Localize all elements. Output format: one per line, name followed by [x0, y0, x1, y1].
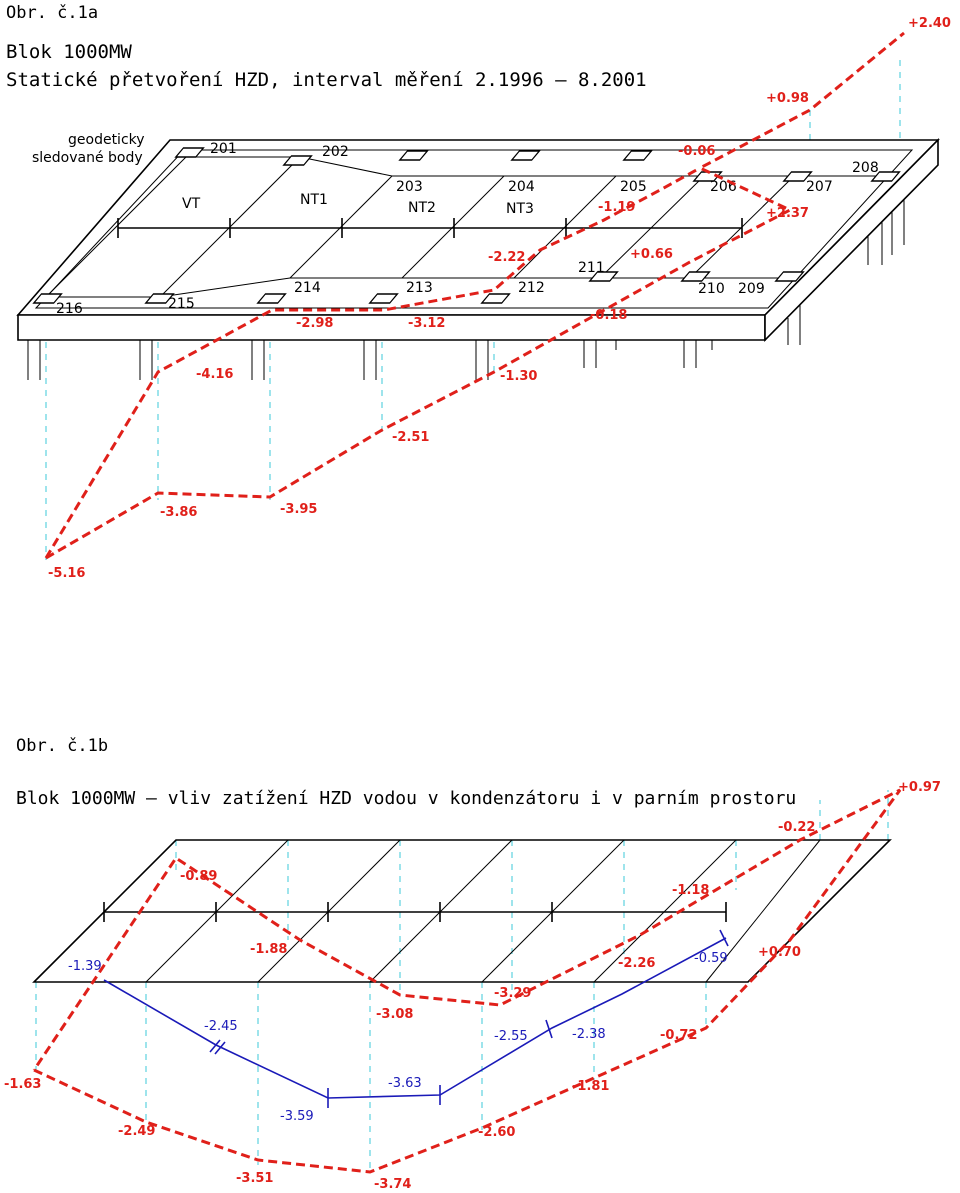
figure-1a: Obr. č.1a Blok 1000MW Statické přetvořen… [6, 3, 951, 581]
deformation-line-1a-front [44, 166, 701, 559]
figure-1a-subtitle: Statické přetvoření HZD, interval měření… [6, 69, 647, 91]
point-207: 207 [806, 179, 833, 195]
figure-1b-title: Blok 1000MW – vliv zatížení HZD vodou v … [16, 788, 796, 809]
legend-line-1: geodeticky [68, 132, 145, 148]
calculated-values-1b: -1.39 -2.45 -3.59 -3.63 -2.55 -2.38 -0.5… [68, 951, 728, 1124]
point-210: 210 [698, 281, 725, 297]
value-label: -3.95 [280, 502, 317, 517]
figure-1a-title: Blok 1000MW [6, 41, 132, 63]
loading-values-1b: -1.63 -2.49 -3.51 -3.74 -2.60 -1.81 -0.7… [4, 780, 941, 1192]
point-214: 214 [294, 280, 321, 296]
point-202: 202 [322, 144, 349, 160]
loading-line-1b [32, 788, 902, 1174]
value-label: -2.38 [572, 1027, 606, 1042]
point-203: 203 [396, 179, 423, 195]
point-205: 205 [620, 179, 647, 195]
point-215: 215 [168, 296, 195, 312]
deformation-line-1a [45, 31, 905, 560]
value-label: -2.51 [392, 430, 429, 445]
deformation-values-1a: -5.16 -3.86 -3.95 -2.51 -1.30 -0.18 +0.6… [48, 16, 951, 581]
value-label: -3.29 [494, 986, 531, 1001]
projection-lines-1b [35, 790, 889, 1170]
value-label: -3.12 [408, 316, 445, 331]
value-label: -1.30 [500, 369, 537, 384]
point-markers [32, 147, 901, 304]
value-label: -1.18 [672, 883, 709, 898]
slab-plan-1b [32, 839, 892, 983]
value-label: -0.89 [180, 869, 217, 884]
value-label: -3.86 [160, 505, 197, 520]
point-213: 213 [406, 280, 433, 296]
value-label: -0.59 [694, 951, 728, 966]
value-label: -1.88 [250, 942, 287, 957]
value-label: -2.22 [488, 250, 525, 265]
support-columns [27, 198, 905, 380]
value-label: +2.40 [908, 16, 951, 31]
value-label: +0.70 [758, 945, 801, 960]
value-label: -1.19 [598, 200, 635, 215]
value-label: -1.81 [572, 1079, 609, 1094]
point-labels: geodeticky sledované body VT NT1 NT2 NT3… [32, 132, 879, 317]
value-label: -2.60 [478, 1125, 515, 1140]
value-label: +0.98 [766, 91, 809, 106]
value-label: -3.51 [236, 1171, 273, 1186]
value-label: -0.18 [590, 308, 627, 323]
value-label: -2.49 [118, 1124, 155, 1139]
point-211: 211 [578, 260, 605, 276]
value-label: +0.97 [898, 780, 941, 795]
point-201: 201 [210, 141, 237, 157]
value-label: -2.55 [494, 1029, 528, 1044]
blue-ticks [209, 929, 729, 1108]
value-label: -0.72 [660, 1028, 697, 1043]
value-label: +2.37 [766, 206, 809, 221]
legend-line-2: sledované body [32, 150, 143, 166]
point-206: 206 [710, 179, 737, 195]
value-label: -0.06 [678, 144, 715, 159]
value-label: -3.74 [374, 1177, 411, 1192]
value-label: -2.98 [296, 316, 333, 331]
point-209: 209 [738, 281, 765, 297]
zone-label-nt1: NT1 [300, 192, 328, 208]
value-label: +0.66 [630, 247, 673, 262]
value-label: -4.16 [196, 367, 233, 382]
value-label: -3.59 [280, 1109, 314, 1124]
point-204: 204 [508, 179, 535, 195]
value-label: -1.63 [4, 1077, 41, 1092]
zone-label-nt3: NT3 [506, 201, 534, 217]
value-label: -0.22 [778, 820, 815, 835]
value-label: -5.16 [48, 566, 85, 581]
value-label: -2.45 [204, 1019, 238, 1034]
value-label: -3.63 [388, 1076, 422, 1091]
value-label: -1.39 [68, 959, 102, 974]
figure-1b-caption: Obr. č.1b [16, 736, 108, 756]
point-208: 208 [852, 160, 879, 176]
value-label: -3.08 [376, 1007, 413, 1022]
figure-1a-caption: Obr. č.1a [6, 3, 98, 23]
point-216: 216 [56, 301, 83, 317]
value-label: -2.26 [618, 956, 655, 971]
zone-label-vt: VT [182, 196, 201, 212]
zone-label-nt2: NT2 [408, 200, 436, 216]
point-212: 212 [518, 280, 545, 296]
figure-1b: Obr. č.1b Blok 1000MW – vliv zatížení HZ… [4, 736, 941, 1192]
